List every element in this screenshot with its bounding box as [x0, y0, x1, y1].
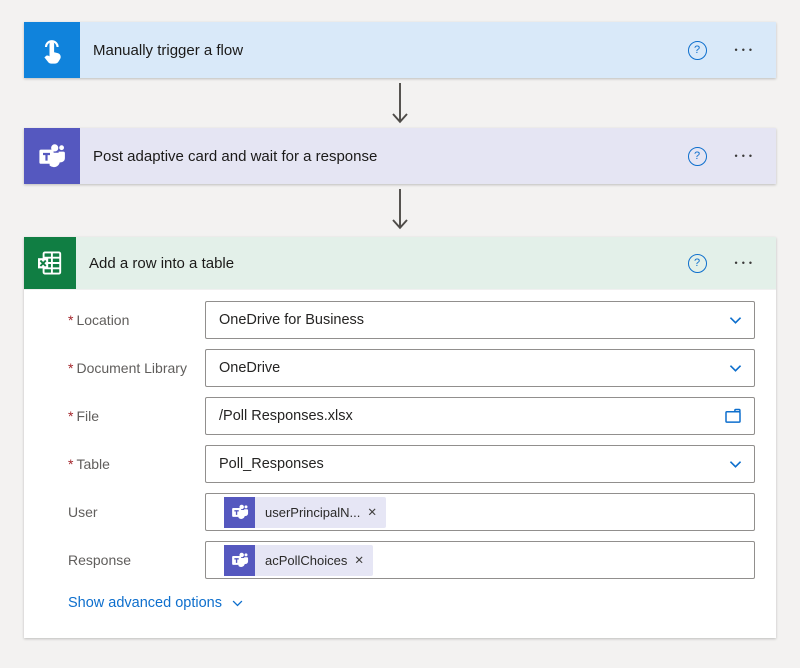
card-post-adaptive-card: Post adaptive card and wait for a respon…: [24, 128, 776, 184]
required-marker: *: [68, 360, 74, 376]
chevron-down-icon: [728, 457, 743, 472]
table-dropdown[interactable]: Poll_Responses: [205, 445, 755, 483]
card-header-actions: ? •••: [687, 146, 756, 166]
field-row-location: *Location OneDrive for Business: [48, 301, 755, 339]
field-label-response: Response: [68, 552, 132, 568]
chevron-down-icon: [231, 597, 244, 610]
remove-token-icon[interactable]: ✕: [354, 555, 365, 567]
response-input[interactable]: acPollChoices ✕: [205, 541, 755, 579]
help-icon[interactable]: ?: [687, 40, 707, 60]
card-title: Post adaptive card and wait for a respon…: [93, 147, 378, 165]
card-header-actions: ? •••: [687, 40, 756, 60]
card-add-row-body: *Location OneDrive for Business *Documen…: [24, 289, 776, 638]
field-label-table: *Table: [68, 456, 110, 472]
manual-trigger-icon: [24, 22, 80, 78]
help-icon[interactable]: ?: [687, 253, 707, 273]
dynamic-content-token-user[interactable]: userPrincipalN... ✕: [224, 496, 387, 528]
ellipsis-menu-icon[interactable]: •••: [734, 150, 756, 161]
user-input[interactable]: userPrincipalN... ✕: [205, 493, 755, 531]
flow-connector-arrow: [24, 184, 776, 237]
card-add-row-header[interactable]: Add a row into a table ? •••: [24, 237, 776, 289]
flow-connector-arrow: [24, 78, 776, 128]
card-header-actions: ? •••: [687, 253, 756, 273]
field-label-document-library: *Document Library: [68, 360, 187, 376]
document-library-dropdown[interactable]: OneDrive: [205, 349, 755, 387]
field-label-file: *File: [68, 408, 100, 424]
teams-icon: [224, 496, 255, 528]
card-manual-trigger-header[interactable]: Manually trigger a flow ? •••: [24, 22, 776, 78]
required-marker: *: [68, 312, 74, 328]
file-input[interactable]: /Poll Responses.xlsx: [205, 397, 755, 435]
field-label-user: User: [68, 504, 98, 520]
dynamic-content-token-response[interactable]: acPollChoices ✕: [224, 544, 374, 576]
field-row-document-library: *Document Library OneDrive: [48, 349, 755, 387]
required-marker: *: [68, 456, 74, 472]
card-title: Manually trigger a flow: [93, 41, 244, 59]
card-title: Add a row into a table: [89, 254, 235, 272]
folder-picker-icon[interactable]: [723, 406, 743, 426]
required-marker: *: [68, 408, 74, 424]
ellipsis-menu-icon[interactable]: •••: [734, 44, 756, 55]
show-advanced-options-link[interactable]: Show advanced options: [68, 595, 244, 611]
card-post-adaptive-card-header[interactable]: Post adaptive card and wait for a respon…: [24, 128, 776, 184]
field-row-user: User userPrincipalN... ✕: [48, 493, 755, 531]
chevron-down-icon: [728, 361, 743, 376]
card-add-row-into-table: Add a row into a table ? ••• *Location O…: [24, 237, 776, 638]
help-icon[interactable]: ?: [687, 146, 707, 166]
field-label-location: *Location: [68, 312, 130, 328]
teams-icon: [224, 544, 255, 576]
field-row-file: *File /Poll Responses.xlsx: [48, 397, 755, 435]
field-row-response: Response acPollChoices ✕: [48, 541, 755, 579]
card-manual-trigger: Manually trigger a flow ? •••: [24, 22, 776, 78]
field-row-table: *Table Poll_Responses: [48, 445, 755, 483]
excel-icon: [24, 237, 76, 289]
teams-icon: [24, 128, 80, 184]
ellipsis-menu-icon[interactable]: •••: [734, 257, 756, 268]
advanced-options-row: Show advanced options: [68, 593, 755, 613]
location-dropdown[interactable]: OneDrive for Business: [205, 301, 755, 339]
chevron-down-icon: [728, 313, 743, 328]
remove-token-icon[interactable]: ✕: [367, 507, 378, 519]
